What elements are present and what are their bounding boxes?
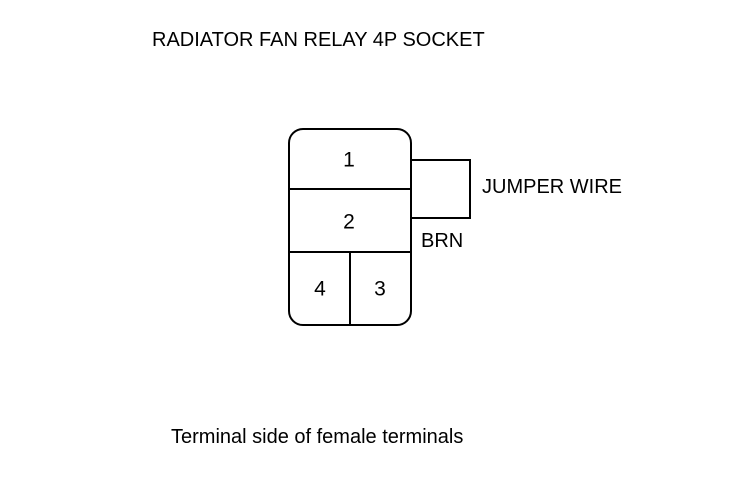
terminal-3-label: 3 [374, 277, 386, 301]
terminal-2-label: 2 [343, 210, 355, 234]
diagram-caption: Terminal side of female terminals [171, 426, 464, 448]
terminal-4-label: 4 [314, 277, 326, 301]
wire-color-label: BRN [421, 230, 464, 252]
diagram-title: RADIATOR FAN RELAY 4P SOCKET [152, 29, 485, 51]
jumper-wire [411, 159, 471, 219]
terminal-1-label: 1 [343, 148, 355, 172]
jumper-wire-label: JUMPER WIRE [482, 176, 622, 198]
